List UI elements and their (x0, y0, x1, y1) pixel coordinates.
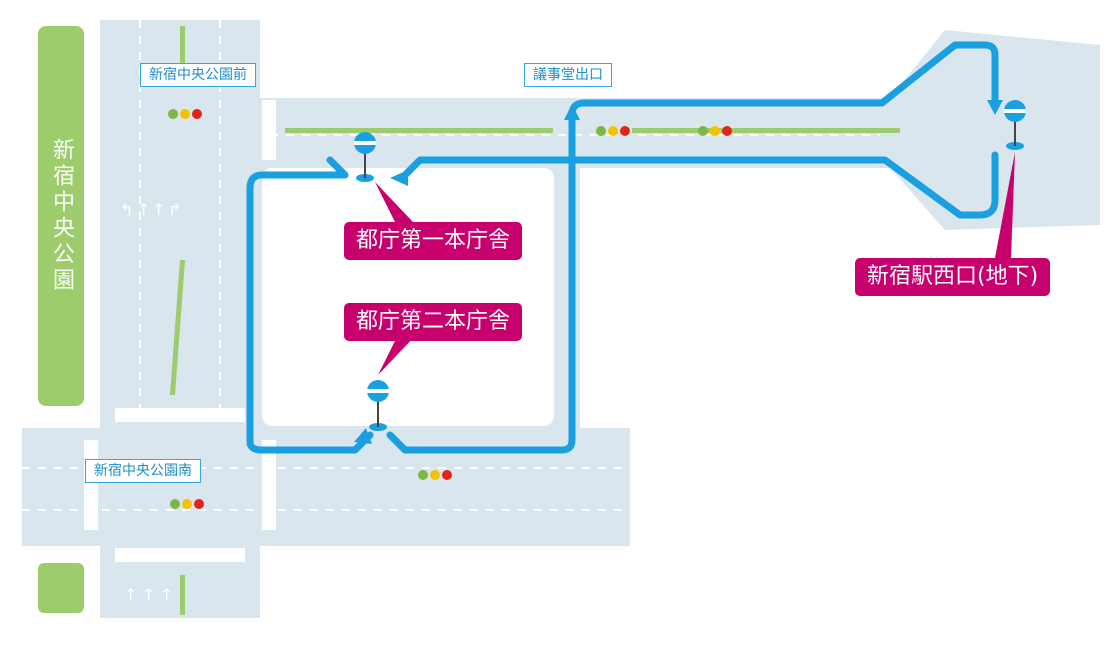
route-segment-tocho1-to-tocho2 (246, 156, 374, 454)
lane-arrow-icon: ↱ (168, 200, 181, 219)
route-arrows (354, 100, 1003, 444)
tocho-block (262, 168, 554, 426)
park-block: 新宿中央公園 (38, 26, 84, 406)
west-exit-plaza (890, 30, 1100, 230)
route-arrow-icon (354, 428, 372, 444)
stop-callout-tocho-2: 都庁第二本庁舎 (344, 303, 523, 341)
park-block-south (38, 563, 84, 613)
route-segment-tocho2-to-west-exit (386, 41, 999, 454)
route-arrow-icon (564, 104, 580, 120)
traffic-signal-icon (170, 498, 204, 510)
traffic-signal-icon (698, 125, 732, 137)
bus-stop-pin-icon (367, 380, 389, 431)
lane-arrow-icon: ↑ (160, 585, 173, 604)
bus-stop-pin-icon (1004, 100, 1026, 150)
stop-callout-tocho-1: 都庁第一本庁舎 (344, 222, 523, 260)
intersection-label-north-mid: 議事堂出口 (524, 63, 612, 87)
bus-route (246, 41, 999, 454)
south-avenue (22, 428, 630, 546)
lane-arrow-icon: ↑ (137, 200, 150, 219)
callout-tail-tocho2 (378, 335, 416, 375)
bus-stop-pins (354, 100, 1026, 431)
medians (170, 26, 900, 615)
callout-tails (375, 152, 1015, 375)
east-block (582, 168, 630, 428)
lane-arrow-icon: ↑ (142, 585, 155, 604)
route-arrow-icon (987, 100, 1003, 115)
traffic-signal-icon (168, 108, 202, 120)
intersection-label-south-west: 新宿中央公園南 (85, 459, 201, 483)
lane-arrow-icon: ↑ (124, 585, 137, 604)
stop-callout-shinjuku-west: 新宿駅西口(地下) (855, 258, 1051, 296)
bus-stop-pin-icon (354, 132, 376, 182)
lane-arrow-icon: ↰ (120, 200, 133, 219)
lane-arrow-icon: ↑ (152, 200, 165, 219)
crosswalks (84, 100, 276, 562)
lane-arrows: ↰ ↑ ↑ ↱ ↑ ↑ ↑ (120, 200, 181, 604)
intersection-label-north-west: 新宿中央公園前 (140, 63, 256, 87)
route-arrow-icon (390, 170, 408, 186)
park-label: 新宿中央公園 (49, 138, 74, 294)
traffic-signal-icon (418, 469, 452, 481)
route-segment-west-exit-to-tocho1 (401, 151, 999, 219)
callout-tail-west-exit (995, 152, 1015, 258)
traffic-signal-icon (596, 125, 630, 137)
callout-tail-tocho1 (375, 182, 413, 222)
